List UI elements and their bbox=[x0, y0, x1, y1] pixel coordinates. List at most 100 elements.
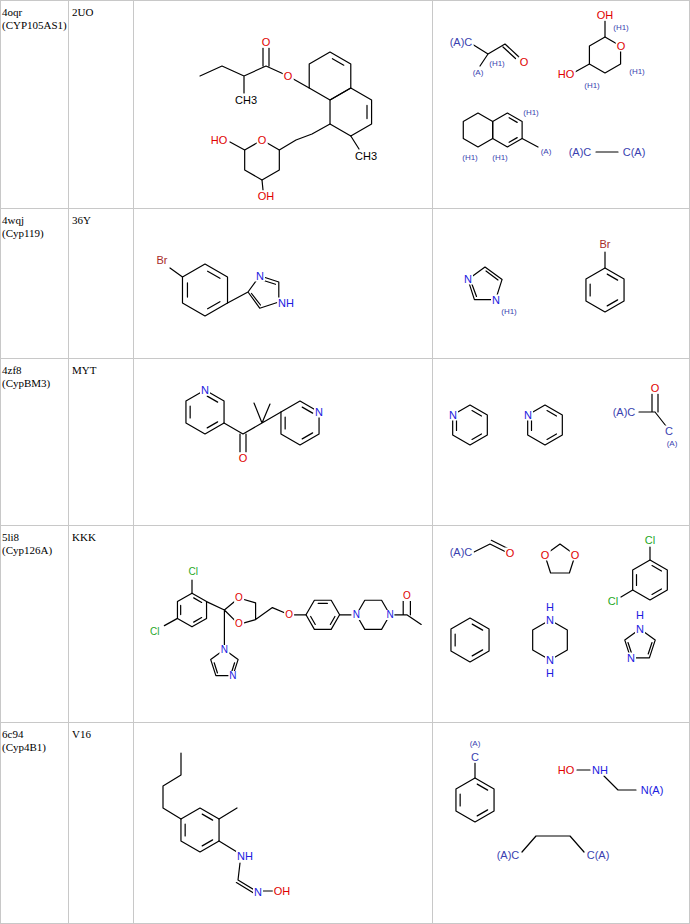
bond-lines bbox=[474, 540, 575, 573]
atom-label: O bbox=[257, 135, 268, 146]
ring-bonds bbox=[245, 140, 280, 180]
atom-label: HO bbox=[557, 765, 576, 776]
bond-lines bbox=[475, 763, 636, 852]
atom-label: N bbox=[220, 645, 229, 655]
ring-bonds bbox=[181, 808, 219, 852]
fragment-label: (H1) bbox=[522, 109, 540, 117]
bond-lines bbox=[604, 252, 605, 268]
fragment-label: (H1) bbox=[583, 82, 601, 90]
fragment-label: (A)C bbox=[568, 147, 593, 158]
bond-lines bbox=[230, 124, 359, 190]
bond-lines bbox=[164, 580, 421, 650]
ring-bonds bbox=[456, 778, 494, 822]
atom-label: HO bbox=[210, 135, 229, 146]
atom-label: O bbox=[234, 619, 244, 629]
ring-bonds bbox=[463, 113, 492, 147]
fragment-label: (A) bbox=[472, 69, 485, 77]
ring-bonds bbox=[306, 600, 340, 629]
fragment-label: (A) bbox=[469, 740, 482, 748]
atom-label: H bbox=[635, 610, 645, 621]
atom-label: O bbox=[402, 591, 412, 601]
atom-label: O bbox=[505, 548, 516, 559]
ring-bonds bbox=[309, 52, 351, 100]
table-cell-text: 4oqr (CYP105AS1) bbox=[2, 6, 66, 32]
fragment-label: (A)C bbox=[496, 850, 521, 861]
atom-label: OH bbox=[257, 191, 276, 202]
atom-label: N bbox=[635, 624, 645, 635]
atom-label: N bbox=[385, 610, 394, 620]
atom-label: O bbox=[283, 71, 294, 82]
atom-label: O bbox=[284, 610, 294, 620]
atom-label: Br bbox=[599, 239, 612, 250]
table-cell-text: 36Y bbox=[72, 214, 91, 227]
fragment-label: (H1) bbox=[491, 154, 509, 162]
atom-label: N bbox=[626, 653, 636, 664]
ring-bonds bbox=[633, 560, 668, 600]
atom-label: N bbox=[545, 655, 555, 666]
bond-lines bbox=[170, 268, 279, 308]
fragment-label: C bbox=[470, 752, 480, 763]
atom-label: O bbox=[616, 41, 627, 52]
table-cell-text: MYT bbox=[72, 364, 96, 377]
atom-label: O bbox=[540, 550, 551, 561]
bond-lines bbox=[200, 48, 309, 93]
atom-label: HO bbox=[557, 69, 576, 80]
ring-bonds bbox=[586, 268, 624, 312]
atom-label: N bbox=[463, 274, 473, 285]
bond-lines bbox=[224, 403, 281, 452]
atom-label: H bbox=[545, 668, 555, 679]
table-cell-text: 6c94 (Cyp4B1) bbox=[2, 728, 66, 754]
atom-label: N bbox=[314, 407, 324, 418]
ring-bonds bbox=[451, 618, 489, 662]
fragment-label: (H1) bbox=[628, 68, 646, 76]
atom-label: Cl bbox=[644, 535, 656, 546]
table-cell-text: 5li8 (Cyp126A) bbox=[2, 531, 66, 557]
atom-label: NH bbox=[591, 765, 609, 776]
atom-label: N bbox=[255, 271, 265, 282]
atom-label: N bbox=[228, 671, 237, 681]
ring-bonds bbox=[330, 88, 372, 136]
fragment-label: (H1) bbox=[488, 60, 506, 68]
atom-label: N bbox=[545, 615, 555, 626]
ring-bonds bbox=[186, 390, 224, 434]
atom-label: N bbox=[448, 410, 458, 421]
fragment-label: (H1) bbox=[500, 308, 518, 316]
atom-label: N bbox=[352, 610, 361, 620]
atom-label: O bbox=[261, 37, 272, 48]
fragment-label: (A)C bbox=[449, 37, 474, 48]
atom-label: Br bbox=[156, 255, 169, 266]
ketoconazole-structure bbox=[164, 580, 421, 676]
table-cell-text: 4zf8 (CypBM3) bbox=[2, 364, 66, 390]
structures bbox=[163, 21, 667, 894]
fragment-label: (A)C bbox=[612, 407, 637, 418]
table-cell-text: 2UO bbox=[72, 6, 93, 19]
atom-label: N bbox=[491, 295, 501, 306]
table-cell-text: 4wqj (Cyp119) bbox=[2, 214, 66, 240]
bond-lines bbox=[621, 547, 650, 597]
atom-label: OH bbox=[273, 886, 292, 897]
fragment-label: (A)C bbox=[449, 547, 474, 558]
atom-label: OH bbox=[596, 10, 615, 21]
bond-lines bbox=[575, 21, 605, 72]
bond-lines bbox=[163, 753, 274, 894]
ring-bonds bbox=[177, 593, 206, 627]
atom-label: O bbox=[234, 593, 244, 603]
fragment-label: (A) bbox=[540, 148, 553, 156]
fragment-label: C bbox=[664, 426, 674, 437]
atom-label: O bbox=[570, 550, 581, 561]
bond-lines bbox=[639, 394, 666, 426]
atom-label: NH bbox=[277, 298, 295, 309]
atom-label: CH3 bbox=[234, 95, 258, 106]
fragment-label: (H1) bbox=[612, 24, 630, 32]
atom-label: CH3 bbox=[354, 151, 378, 162]
fragment-label: C(A) bbox=[586, 850, 611, 861]
ring-bonds bbox=[182, 264, 227, 316]
atom-label: N(A) bbox=[640, 785, 665, 796]
atom-label: O bbox=[519, 57, 530, 68]
